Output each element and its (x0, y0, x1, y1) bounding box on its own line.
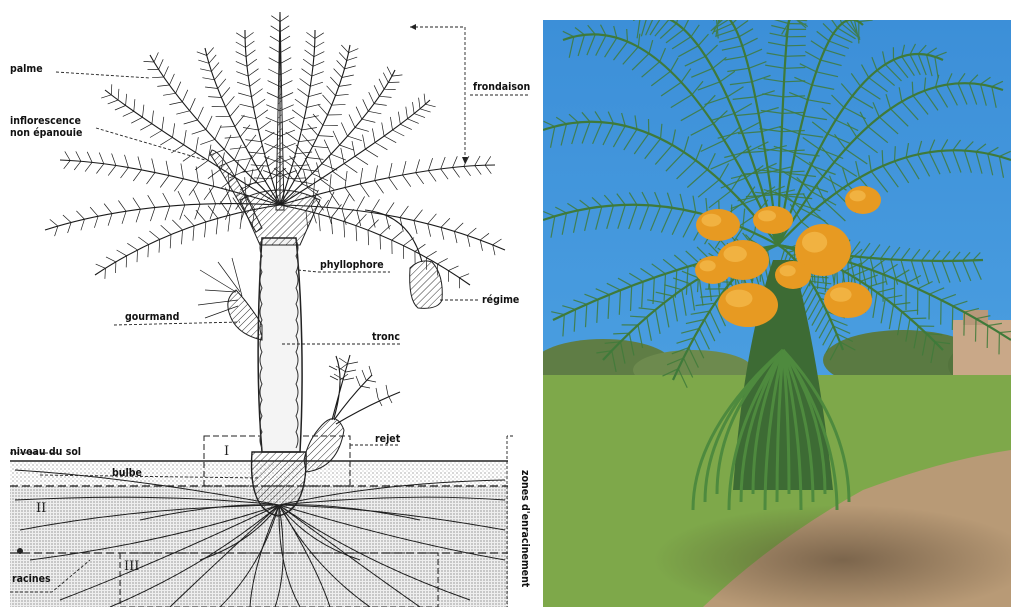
date-bunch (845, 186, 881, 214)
date-bunch-highlight (850, 190, 866, 201)
date-bunch-highlight (780, 265, 796, 276)
soil-lower-layer (10, 486, 508, 607)
trunk (258, 238, 302, 452)
label-niveau-du-sol: niveau du sol (10, 446, 81, 458)
label-gourmand: gourmand (125, 311, 179, 323)
frond-pinnae (311, 190, 501, 255)
label-bulbe: bulbe (112, 467, 142, 479)
label-zone-I: I (224, 444, 229, 459)
label-inflorescence-line2: non épanouie (10, 127, 82, 139)
date-bunch-highlight (700, 260, 716, 271)
label-tronc: tronc (372, 331, 400, 343)
rejet-offshoot (304, 355, 400, 472)
label-zones-enracinement: zones d'enracinement (519, 470, 531, 588)
trunk-outline (258, 238, 302, 452)
label-rejet: rejet (375, 433, 401, 445)
gourmand-shoot (198, 258, 262, 340)
date-bunch (696, 209, 740, 241)
date-bunch-highlight (758, 210, 776, 221)
date-bunch (824, 282, 872, 318)
date-bunch (695, 256, 731, 284)
date-bunch (718, 283, 778, 327)
date-bunch (753, 206, 793, 234)
frond (150, 55, 280, 205)
date-bunch-highlight (724, 246, 747, 262)
date-bunch-highlight (702, 214, 722, 227)
date-bunch-highlight (726, 290, 753, 308)
frond-pinnae (50, 187, 248, 236)
date-bunch (775, 261, 811, 289)
central-spear-leaf (276, 12, 284, 210)
label-zone-II: II (36, 501, 46, 516)
date-palm-diagram: palme inflorescence non épanouie frondai… (0, 0, 540, 607)
label-regime: régime (482, 294, 519, 306)
marker-dot (17, 548, 23, 554)
frond-pinnae (197, 48, 277, 185)
frond (280, 45, 350, 205)
label-phyllophore: phyllophore (320, 259, 384, 271)
frond-pinnae (96, 194, 255, 279)
date-palm-photo (543, 20, 1011, 607)
label-racines: racines (12, 573, 51, 585)
frond-pinnae (283, 45, 359, 184)
label-zone-III: III (124, 559, 139, 574)
date-bunch-highlight (802, 232, 827, 253)
date-bunch-highlight (830, 287, 852, 301)
label-inflorescence-line1: inflorescence (10, 115, 81, 127)
label-palme: palme (10, 63, 43, 75)
frond-pinnae (306, 196, 469, 288)
frond-pinnae (313, 156, 491, 210)
label-frondaison: frondaison (473, 81, 530, 93)
